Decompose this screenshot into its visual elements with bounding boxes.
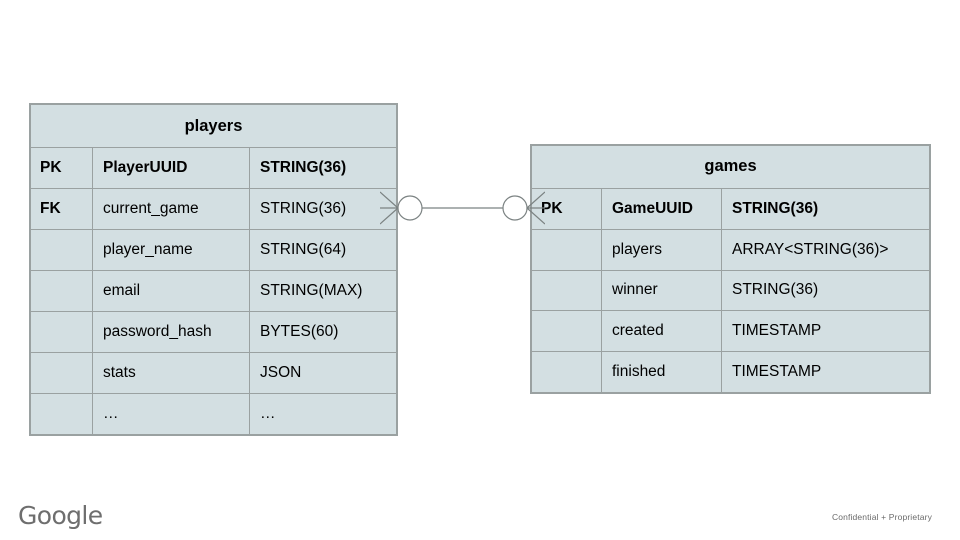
column-name-ellipsis: … [92,392,250,436]
crows-foot-right-icon [526,191,545,225]
table-row[interactable]: PK PlayerUUID STRING(36) [30,147,397,190]
key-badge-fk: FK [30,188,93,231]
entity-title-players: players [30,103,397,149]
table-row[interactable]: winner STRING(36) [531,269,930,312]
google-logo: Google [18,501,103,530]
column-name: PlayerUUID [92,147,250,190]
entity-title-row: games [531,145,930,189]
table-row[interactable]: FK current_game STRING(36) [30,188,397,231]
table-row[interactable]: player_name STRING(64) [30,229,397,272]
column-name: player_name [92,229,250,272]
column-type: ARRAY<STRING(36)> [721,228,930,271]
column-type: TIMESTAMP [721,351,930,393]
column-name: email [92,270,250,312]
column-type: BYTES(60) [249,311,397,353]
table-row[interactable]: finished TIMESTAMP [531,351,930,393]
column-type: STRING(MAX) [249,270,397,312]
table-row[interactable]: stats JSON [30,351,397,394]
confidentiality-note: Confidential + Proprietary [831,512,932,522]
entity-table-games[interactable]: games PK GameUUID STRING(36) players ARR… [530,144,931,394]
column-name: created [601,310,722,353]
key-badge-empty [531,351,602,393]
table-row[interactable]: created TIMESTAMP [531,310,930,353]
column-name: password_hash [92,311,250,353]
column-type: JSON [249,351,397,394]
column-type: TIMESTAMP [721,310,930,353]
key-badge-empty [30,270,93,312]
key-badge-empty [30,392,93,436]
column-name: stats [92,351,250,394]
key-badge-empty [30,311,93,353]
crows-foot-left-icon [380,191,399,225]
column-name: players [601,228,722,271]
cardinality-zero-circle-left [397,195,423,221]
column-type: STRING(36) [249,188,397,231]
column-name: winner [601,269,722,312]
key-badge-empty [531,269,602,312]
table-row-ellipsis[interactable]: … … [30,392,397,436]
games-grid: games PK GameUUID STRING(36) players ARR… [531,145,930,393]
column-type-ellipsis: … [249,392,397,436]
column-type: STRING(36) [721,187,930,230]
cardinality-zero-circle-right [502,195,528,221]
column-type: STRING(64) [249,229,397,272]
column-name: GameUUID [601,187,722,230]
key-badge-pk: PK [30,147,93,190]
relationship-connector-players-games[interactable] [380,178,545,238]
column-type: STRING(36) [249,147,397,190]
entity-title-games: games [531,145,930,189]
column-name: finished [601,351,722,393]
table-row[interactable]: password_hash BYTES(60) [30,311,397,353]
column-name: current_game [92,188,250,231]
key-badge-empty [30,229,93,272]
table-row[interactable]: players ARRAY<STRING(36)> [531,228,930,271]
table-row[interactable]: PK GameUUID STRING(36) [531,187,930,230]
entity-table-players[interactable]: players PK PlayerUUID STRING(36) FK curr… [29,103,398,436]
key-badge-empty [30,351,93,394]
table-row[interactable]: email STRING(MAX) [30,270,397,312]
key-badge-empty [531,310,602,353]
entity-title-row: players [30,103,397,149]
column-type: STRING(36) [721,269,930,312]
players-grid: players PK PlayerUUID STRING(36) FK curr… [30,103,397,436]
